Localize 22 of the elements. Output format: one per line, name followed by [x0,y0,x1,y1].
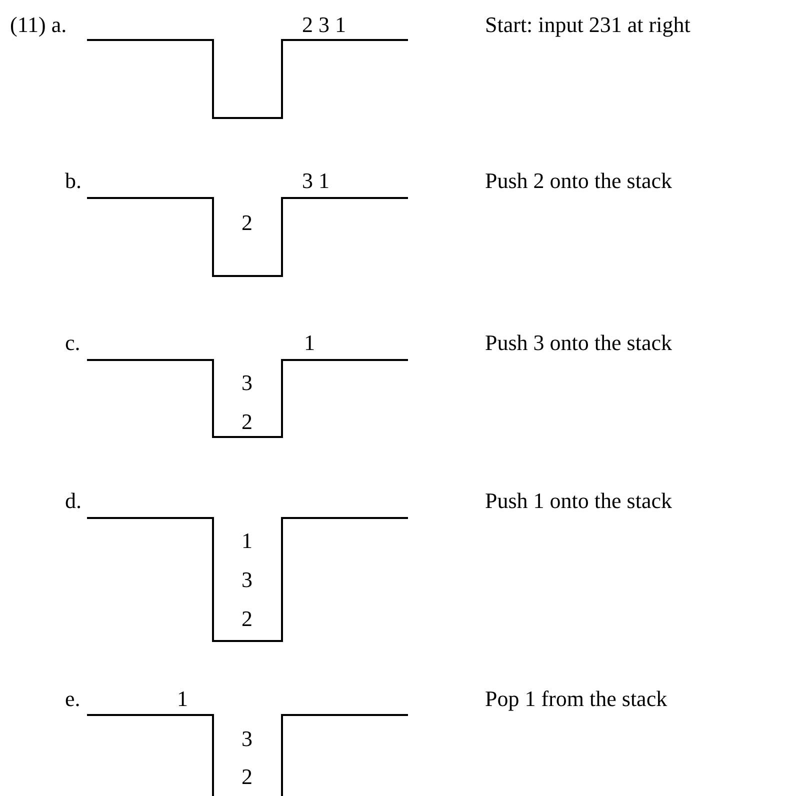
step-description: Push 1 onto the stack [485,489,672,513]
step-description: Push 2 onto the stack [485,169,672,193]
input-sequence: 2 3 1 [302,13,346,37]
stack-item: 3 [242,568,252,592]
input-sequence: 3 1 [302,169,330,193]
step-label: c. [65,331,80,355]
step-description: Start: input 231 at right [485,13,690,37]
stack-item: 2 [242,410,252,434]
stack-item: 3 [242,371,252,395]
output-item: 1 [177,687,188,711]
step-label: e. [65,687,80,711]
input-sequence: 1 [304,331,315,355]
stack-item: 1 [242,529,252,553]
step-description: Push 3 onto the stack [485,331,672,355]
step-label: (11) a. [10,13,67,37]
stack-item: 2 [242,211,252,235]
step-label: d. [65,489,82,513]
stack-item: 2 [242,607,252,631]
stack-item: 3 [242,727,252,751]
step-description: Pop 1 from the stack [485,687,668,711]
step-label: b. [65,169,82,193]
stack-item: 2 [242,765,252,789]
